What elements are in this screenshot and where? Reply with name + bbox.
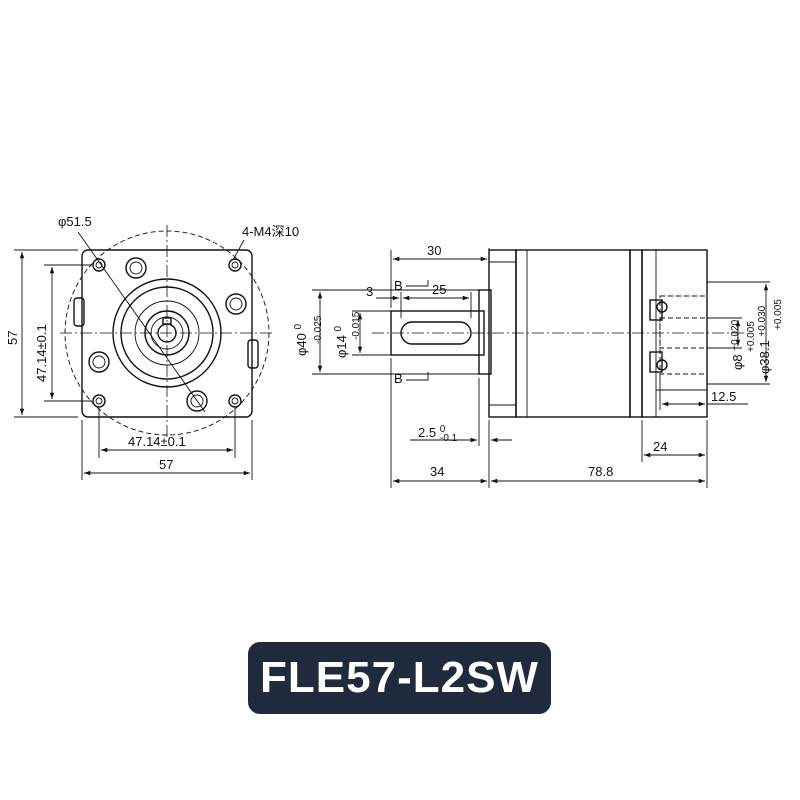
pilot-tol-upper: 0 — [293, 323, 304, 329]
input-pilot-tol-upper: +0.030 — [757, 305, 768, 336]
flange-tol-lower: -0.1 — [440, 433, 458, 444]
input-pilot-tol-lower: +0.005 — [773, 299, 784, 330]
hole-spacing-h-label: 47.14±0.1 — [128, 434, 186, 449]
shaft-key — [400, 321, 472, 345]
key-offset-label: 3 — [366, 284, 373, 299]
svg-text:φ38.1 +0.030: φ38.1 +0.030 — [757, 305, 772, 374]
svg-text:2.5 0: 2.5 0 — [418, 424, 446, 440]
key-length-label: 25 — [432, 282, 446, 297]
front-view: φ51.5 4-M4深10 57 47.14±0.1 47.14±0.1 57 — [5, 214, 299, 480]
gear-body — [515, 249, 631, 418]
svg-text:φ8 +0.020: φ8 +0.020 — [730, 319, 745, 370]
motor-side-length-label: 24 — [653, 439, 667, 454]
pilot-dia-label: φ40 — [294, 333, 309, 356]
input-depth-label: 12.5 — [711, 389, 736, 404]
shaft-tol-lower: -0.015 — [351, 311, 362, 340]
section-label-bottom: B — [394, 371, 403, 386]
side-flange — [488, 249, 517, 418]
input-bore-tol-upper: +0.020 — [730, 319, 741, 350]
height-label: 57 — [5, 331, 20, 345]
output-shaft — [390, 310, 485, 356]
shaft-tol-upper: 0 — [333, 325, 344, 331]
model-label: FLE57-L2SW — [260, 653, 539, 702]
input-bore-label: φ8 — [730, 354, 745, 370]
svg-text:φ14 0: φ14 0 — [333, 325, 349, 358]
pcd-label: φ51.5 — [58, 214, 92, 229]
holes-label: 4-M4深10 — [242, 224, 299, 239]
model-badge: FLE57-L2SW — [248, 642, 551, 714]
flange-tol-upper: 0 — [440, 424, 446, 435]
side-view: 30 3 25 B B φ40 0 -0.025 φ14 0 -0.015 — [293, 243, 784, 488]
flange-thk-label: 2.5 — [418, 425, 436, 440]
square-flange — [81, 249, 253, 418]
input-pilot-label: φ38.1 — [757, 340, 772, 374]
shaft-length-label: 30 — [427, 243, 441, 258]
width-label: 57 — [159, 457, 173, 472]
section-label-top: B — [394, 278, 403, 293]
motor-adapter — [641, 249, 708, 418]
hole-spacing-v-label: 47.14±0.1 — [34, 324, 49, 382]
front-length-label: 34 — [430, 464, 444, 479]
pilot-boss — [112, 278, 222, 388]
shaft-dia-label: φ14 — [334, 335, 349, 358]
svg-text:φ40 0: φ40 0 — [293, 323, 309, 356]
pilot-tol-lower: -0.025 — [313, 315, 324, 344]
body-length-label: 78.8 — [588, 464, 613, 479]
input-bore-tol-lower: +0.005 — [746, 321, 757, 352]
